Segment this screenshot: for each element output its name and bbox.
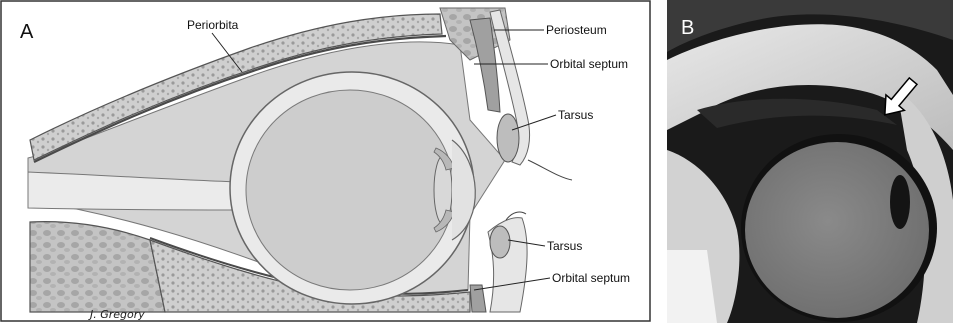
label-tarsus-upper: Tarsus bbox=[558, 108, 593, 122]
label-orbital-septum-lower: Orbital septum bbox=[552, 271, 630, 285]
lower-tarsus-shape bbox=[490, 226, 510, 258]
label-periosteum: Periosteum bbox=[546, 23, 607, 37]
mri-globe bbox=[745, 142, 929, 318]
panel-a-letter: A bbox=[20, 21, 34, 43]
panel-a-orbit-illustration: A Periorbita Periosteum Orbital septum T… bbox=[0, 0, 652, 323]
label-tarsus-lower: Tarsus bbox=[547, 239, 582, 253]
label-orbital-septum-upper: Orbital septum bbox=[550, 57, 628, 71]
orbit-illustration-svg: A Periorbita Periosteum Orbital septum T… bbox=[0, 0, 652, 323]
upper-tarsus-shape bbox=[497, 114, 519, 162]
label-periorbita: Periorbita bbox=[187, 18, 239, 32]
eyeball-vitreous bbox=[246, 90, 454, 290]
panel-b-mri-image: B bbox=[667, 0, 953, 323]
mri-image-svg: B bbox=[667, 0, 953, 323]
artist-signature: J. Gregory bbox=[88, 308, 145, 321]
mri-lens bbox=[890, 175, 910, 229]
panel-b-letter: B bbox=[681, 17, 694, 39]
